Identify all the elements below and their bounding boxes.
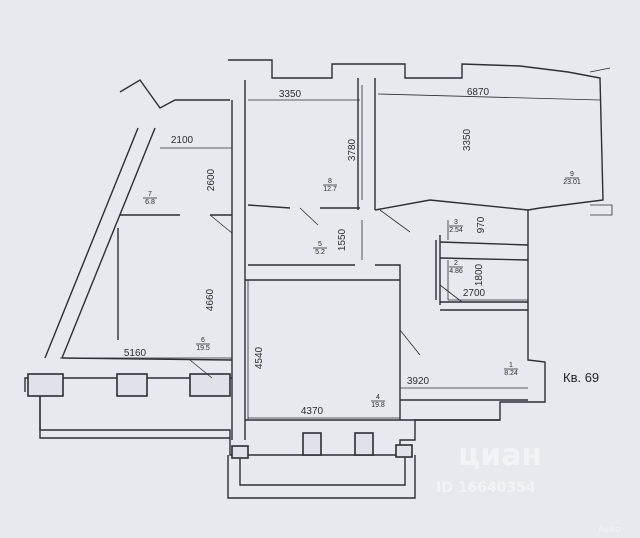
door-swings [189,207,463,379]
room-area: 19.5 [196,345,210,352]
room-number: 1 [509,362,513,369]
room-area: 12.7 [323,186,337,193]
dimension-label: 1550 [337,228,348,251]
dimension-labels: 3350 6870 3780 3350 2100 2600 1550 970 1800 2700 4… [124,87,490,417]
dimension-label: 970 [476,216,487,233]
dimension-lines [60,85,601,420]
room-area: 19.8 [371,402,385,409]
interior-walls [117,67,613,459]
dimension-label: 2700 [463,288,486,299]
watermark: циан ID 16640354 Avito [436,438,621,535]
room-labels: 76.8 812.7 923.01 55.2 32.54 24.86 619.5 419.8 1… [143,171,581,409]
room-number: 6 [201,337,205,344]
room-number: 4 [376,394,380,401]
room-area: 4.86 [449,268,463,275]
dimension-label: 1800 [474,263,485,286]
room-number: 7 [148,191,152,198]
room-area: 5.2 [315,249,325,256]
dimension-label: 2100 [171,135,194,146]
room-number: 2 [454,260,458,267]
dimension-label: 5160 [124,348,147,359]
room-number: 5 [318,241,322,248]
dimension-label: 6870 [467,87,490,98]
watermark-id: ID 16640354 [436,480,536,496]
room-area: 2.54 [449,227,463,234]
dimension-label: 3780 [347,138,358,161]
watermark-source: Avito [598,525,621,535]
dimension-label: 3920 [407,376,430,387]
watermark-brand: циан [458,438,542,473]
outer-walls [24,59,604,499]
apartment-label: Кв. 69 [563,370,599,385]
dimension-label: 4370 [301,406,324,417]
room-number: 8 [328,178,332,185]
room-number: 3 [454,219,458,226]
dimension-label: 3350 [462,128,473,151]
room-area: 6.8 [145,199,155,206]
dimension-label: 4540 [254,346,265,369]
dimension-label: 2600 [206,168,217,191]
room-area: 23.01 [563,179,581,186]
room-number: 9 [570,171,574,178]
dimension-label: 3350 [279,89,302,100]
room-area: 8.24 [504,370,518,377]
dimension-label: 4660 [205,288,216,311]
